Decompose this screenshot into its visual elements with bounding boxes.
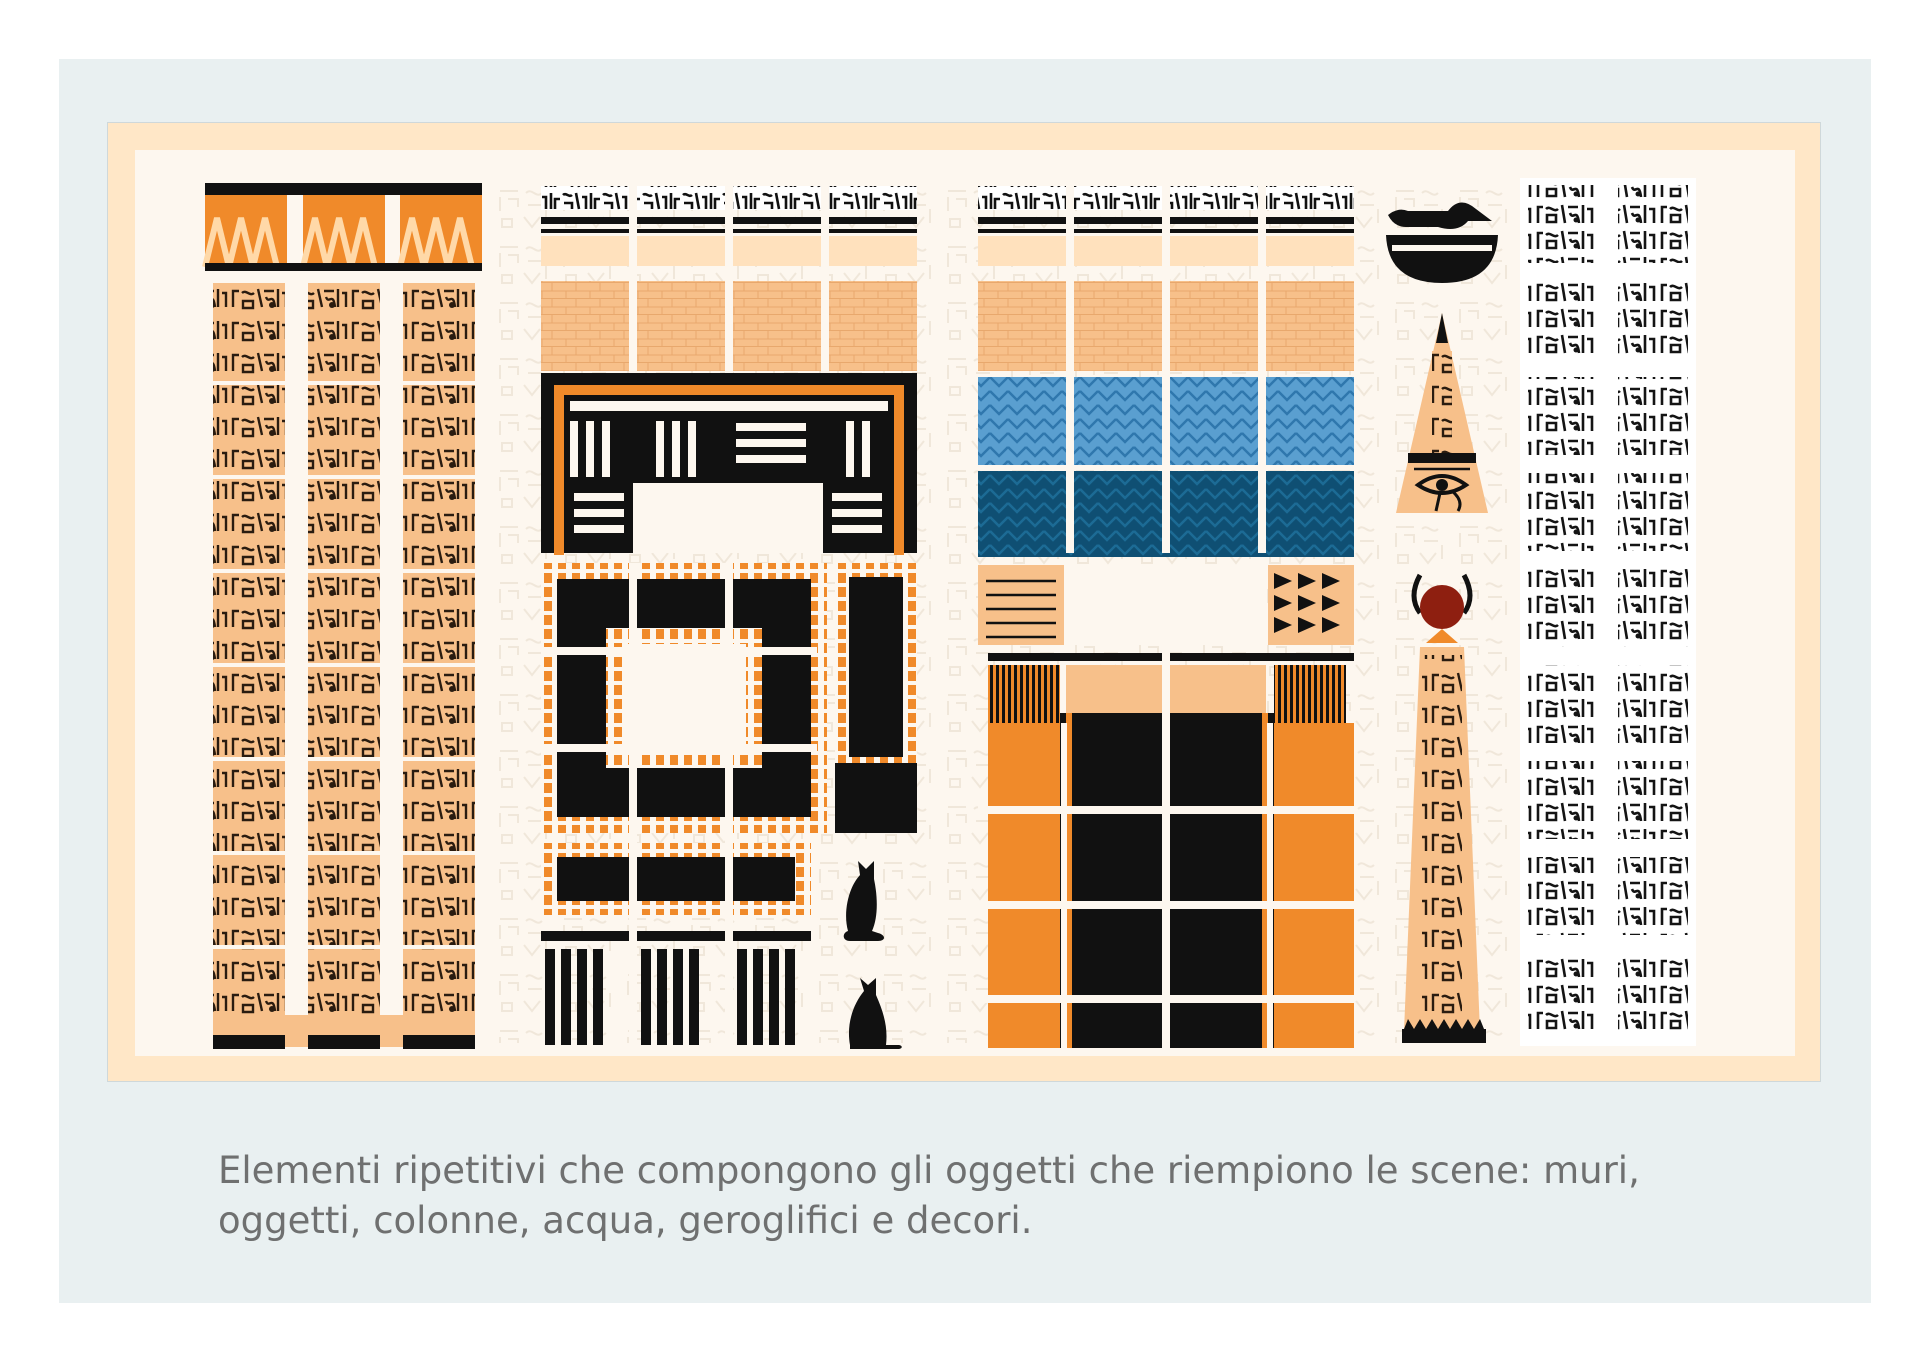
cat-silhouettes (843, 861, 902, 1049)
illustration-sheet (135, 150, 1795, 1056)
obelisk-eye-of-horus (1396, 313, 1488, 513)
hieroglyph-panel (1520, 178, 1696, 1046)
hathor-obelisk (1402, 573, 1486, 1043)
water-and-columns (978, 183, 1354, 1048)
caption-text: Elementi ripetitivi che compongono gli o… (218, 1149, 1640, 1242)
crocodile-emblem (1386, 202, 1498, 283)
content-panel: Elementi ripetitivi che compongono gli o… (59, 59, 1871, 1303)
hieroglyph-columns (202, 183, 486, 1049)
walls-and-frames (541, 183, 917, 1048)
illustration-frame (107, 122, 1821, 1082)
